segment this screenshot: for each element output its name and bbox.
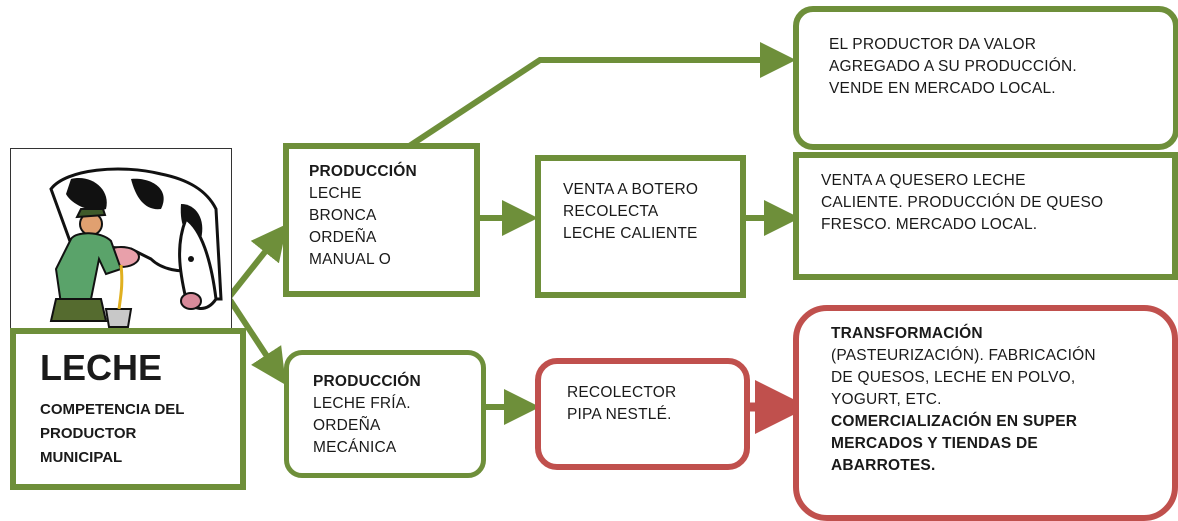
arrow-to-produccion-bronca: [227, 223, 288, 298]
farmer-milking-cow-icon: [49, 167, 223, 328]
transformacion-heading: TRANSFORMACIÓN: [831, 325, 983, 342]
produccion-fria-heading: PRODUCCIÓN: [313, 373, 421, 390]
leche-title: LECHE: [40, 347, 163, 388]
arrow-to-produccion-fria: [227, 298, 286, 386]
leche-box: LECHE COMPETENCIA DEL PRODUCTOR MUNICIPA…: [10, 328, 246, 490]
produccion-bronca-heading: PRODUCCIÓN: [309, 163, 417, 180]
farmer-milking-cow-image: [10, 148, 232, 330]
venta-quesero-box: VENTA A QUESERO LECHE CALIENTE. PRODUCCI…: [793, 152, 1178, 280]
leche-subtitle: COMPETENCIA DEL PRODUCTOR MUNICIPAL: [40, 401, 185, 466]
valor-agregado-box: EL PRODUCTOR DA VALOR AGREGADO A SU PROD…: [793, 6, 1178, 150]
transformacion-box: TRANSFORMACIÓN (PASTEURIZACIÓN). FABRICA…: [793, 305, 1178, 521]
produccion-bronca-box: PRODUCCIÓN LECHE BRONCA ORDEÑA MANUAL O: [283, 143, 480, 297]
recolector-nestle-box: RECOLECTOR PIPA NESTLÉ.: [535, 358, 750, 470]
venta-botero-box: VENTA A BOTERO RECOLECTA LECHE CALIENTE: [535, 155, 746, 298]
arrow-to-valor-agregado: [383, 42, 796, 165]
produccion-fria-box: PRODUCCIÓN LECHE FRÍA. ORDEÑA MECÁNICA: [284, 350, 486, 478]
